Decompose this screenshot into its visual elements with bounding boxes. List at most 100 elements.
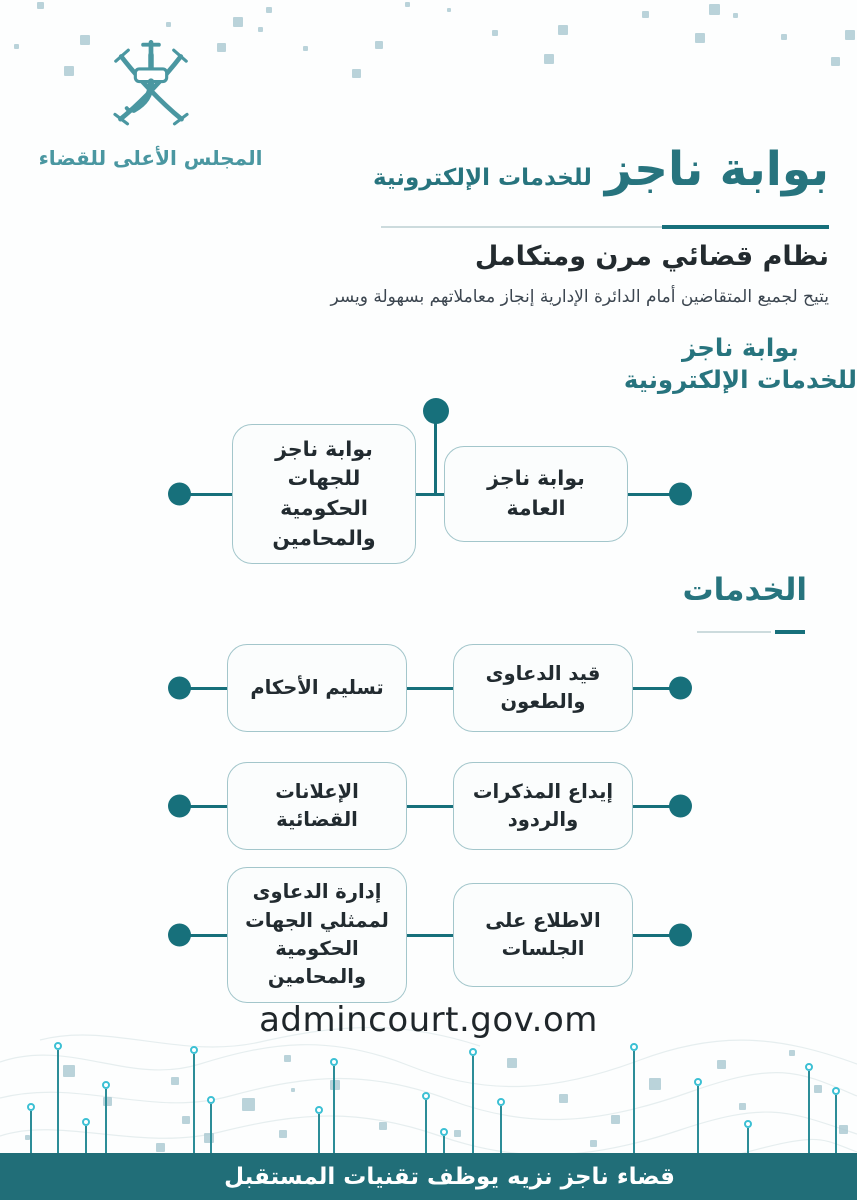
deco-pin-circle	[805, 1063, 813, 1071]
deco-pin-circle	[744, 1120, 752, 1128]
deco-square	[291, 1088, 295, 1092]
deco-square	[739, 1103, 746, 1110]
deco-pin-line	[210, 1104, 212, 1154]
deco-square	[831, 57, 840, 66]
divider-dark-segment	[662, 225, 829, 229]
deco-square	[507, 1058, 517, 1068]
deco-square	[242, 1098, 255, 1111]
title-subtitle: للخدمات الإلكترونية	[372, 165, 592, 191]
description: يتيح لجميع المتقاضين أمام الدائرة الإدار…	[330, 287, 829, 307]
deco-square	[258, 27, 263, 32]
deco-pin-line	[747, 1128, 749, 1154]
deco-square	[717, 1060, 726, 1069]
deco-pin-circle	[207, 1096, 215, 1104]
deco-pin-circle	[330, 1058, 338, 1066]
deco-square	[559, 1094, 568, 1103]
deco-pin-line	[633, 1051, 635, 1154]
oman-national-emblem-icon	[112, 39, 189, 126]
service-box-judicial-announcements: الإعلانات القضائية	[227, 762, 407, 850]
tagline: نظام قضائي مرن ومتكامل	[474, 241, 829, 272]
deco-square	[558, 25, 568, 35]
service-row: قيد الدعاوى والطعون تسليم الأحكام	[168, 640, 692, 736]
deco-square	[695, 33, 705, 43]
deco-square	[330, 1080, 340, 1090]
deco-pin-line	[85, 1126, 87, 1154]
deco-square	[352, 69, 361, 78]
deco-square	[733, 13, 738, 18]
deco-square	[171, 1077, 179, 1085]
deco-pin-circle	[102, 1081, 110, 1089]
connector-line	[178, 804, 682, 808]
deco-square	[454, 1130, 461, 1137]
title-main: بوابة ناجز	[604, 142, 829, 197]
deco-square	[814, 1085, 822, 1093]
deco-square	[25, 1135, 30, 1140]
deco-square	[447, 8, 451, 12]
connector-line	[178, 492, 682, 496]
diagram-vertical-connector	[434, 412, 437, 494]
deco-square	[649, 1078, 661, 1090]
deco-square	[709, 4, 720, 15]
deco-square	[789, 1050, 795, 1056]
deco-square	[492, 30, 498, 36]
deco-square	[103, 1097, 112, 1106]
branch-box-government-lawyers: بوابة ناجز للجهات الحكومية والمحامين	[232, 423, 416, 565]
deco-pin-circle	[315, 1106, 323, 1114]
footer-band: قضاء ناجز نزيه يوظف تقنيات المستقبل	[0, 1153, 857, 1200]
connector-line	[178, 933, 682, 937]
deco-square	[204, 1133, 214, 1143]
deco-square	[642, 11, 649, 18]
connector-end-dot	[669, 676, 692, 700]
title-divider	[381, 225, 829, 229]
deco-pin-circle	[469, 1048, 477, 1056]
connector-end-dot	[669, 482, 692, 506]
service-box-judgment-delivery: تسليم الأحكام	[227, 644, 407, 732]
deco-pin-circle	[497, 1098, 505, 1106]
connector-end-dot	[168, 676, 191, 700]
connector-line	[178, 686, 682, 690]
service-row: الاطلاع على الجلسات إدارة الدعاوى لممثلي…	[168, 867, 692, 1003]
service-box-view-sessions: الاطلاع على الجلسات	[453, 883, 633, 987]
deco-square	[37, 2, 44, 9]
deco-square	[303, 46, 308, 51]
deco-pin-circle	[82, 1118, 90, 1126]
deco-square	[156, 1143, 165, 1152]
deco-pin-line	[57, 1050, 59, 1154]
deco-pin-line	[193, 1054, 195, 1154]
diagram-root-title-line1: بوابة ناجز	[682, 333, 799, 362]
deco-pin-line	[808, 1071, 810, 1154]
deco-square	[379, 1122, 387, 1130]
website-url: admincourt.gov.om	[259, 1000, 598, 1040]
diagram-root-title-line2: للخدمات الإلكترونية	[623, 365, 857, 395]
branch-box-public: بوابة ناجز العامة	[444, 446, 628, 542]
services-heading: الخدمات	[682, 572, 808, 608]
deco-pin-circle	[27, 1103, 35, 1111]
connector-end-dot	[168, 923, 191, 947]
deco-pin-circle	[630, 1043, 638, 1051]
diagram-root-title: بوابة ناجز للخدمات الإلكترونية	[624, 332, 857, 397]
service-row: إيداع المذكرات والردود الإعلانات القضائي…	[168, 760, 692, 852]
connector-end-dot	[669, 923, 692, 947]
deco-pin-line	[425, 1100, 427, 1154]
deco-pin-line	[443, 1136, 445, 1154]
deco-square	[63, 1065, 75, 1077]
deco-square	[375, 41, 383, 49]
deco-pin-circle	[422, 1092, 430, 1100]
deco-square	[14, 44, 19, 49]
deco-square	[166, 22, 171, 27]
deco-square	[544, 54, 554, 64]
services-underline-light	[697, 631, 771, 633]
service-box-case-filing: قيد الدعاوى والطعون	[453, 644, 633, 732]
deco-pin-circle	[694, 1078, 702, 1086]
deco-pin-line	[835, 1095, 837, 1154]
deco-square	[611, 1115, 620, 1124]
deco-square	[781, 34, 787, 40]
deco-pin-line	[697, 1086, 699, 1154]
deco-pin-line	[333, 1066, 335, 1154]
connector-end-dot	[669, 794, 692, 818]
divider-light-segment	[381, 226, 662, 228]
diagram-branch-row: بوابة ناجز العامة بوابة ناجز للجهات الحك…	[168, 423, 692, 565]
logo: المجلس الأعلى للقضاء	[38, 36, 263, 170]
deco-pin-line	[105, 1089, 107, 1154]
org-name-calligraphy: المجلس الأعلى للقضاء	[38, 146, 263, 170]
